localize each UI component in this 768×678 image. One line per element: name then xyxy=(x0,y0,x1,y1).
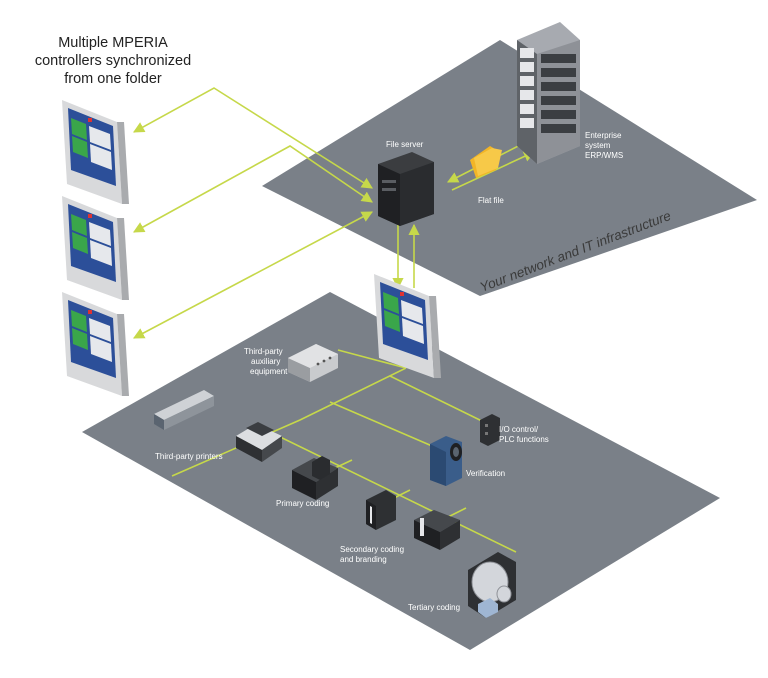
third-party-printer-bar xyxy=(154,390,214,430)
floor-wire-verification xyxy=(329,401,447,453)
diagram-heading: Multiple MPERIA controllers synchronized… xyxy=(18,34,208,88)
io-control-module xyxy=(480,414,500,446)
enterprise-label-2: system xyxy=(585,141,611,150)
production-platform xyxy=(82,292,720,650)
tertiary-coding-label: Tertiary coding xyxy=(408,603,460,612)
floor-wire-io xyxy=(389,375,489,425)
file-server-label: File server xyxy=(386,140,424,149)
mperia-controller-3 xyxy=(62,292,129,396)
link-controller-1 xyxy=(133,87,373,189)
enterprise-label-3: ERP/WMS xyxy=(585,151,623,160)
printers-label: Third-party printers xyxy=(155,452,223,461)
branding-printer xyxy=(414,510,460,550)
secondary-coding-printer xyxy=(366,490,396,530)
third-party-printer-handheld xyxy=(236,422,282,462)
verification-label: Verification xyxy=(466,469,505,478)
secondary-coding-label-1: Secondary coding xyxy=(340,545,404,554)
heading-line-3: from one folder xyxy=(64,71,162,87)
file-server xyxy=(378,152,434,226)
heading-line-1: Multiple MPERIA xyxy=(58,35,168,51)
heading-line-2: controllers synchronized xyxy=(34,53,192,69)
auxiliary-label-1: Third-party xyxy=(244,347,283,356)
enterprise-label-1: Enterprise xyxy=(585,131,622,140)
link-controller-2 xyxy=(133,145,373,233)
network-platform xyxy=(262,40,757,296)
link-controller-3 xyxy=(133,211,373,339)
enterprise-server-rack xyxy=(517,22,580,164)
auxiliary-label-2: auxiliary xyxy=(251,357,280,366)
verification-camera xyxy=(430,436,462,486)
floor-wire-aux xyxy=(337,349,407,369)
auxiliary-label-3: equipment xyxy=(250,367,288,376)
folder-icon xyxy=(470,146,502,178)
network-platform-surface xyxy=(262,40,757,296)
primary-coding-label: Primary coding xyxy=(276,499,329,508)
mperia-controller-1 xyxy=(62,100,129,204)
floor-wire-main xyxy=(171,367,407,477)
production-platform-surface xyxy=(82,292,720,650)
secondary-coding-label-2: and branding xyxy=(340,555,387,564)
io-control-label-1: I/O control/ xyxy=(499,425,539,434)
mperia-controller-2 xyxy=(62,196,129,300)
primary-coding-printer xyxy=(292,456,338,500)
flat-file-label: Flat file xyxy=(478,196,504,205)
tertiary-coding-labeler xyxy=(468,552,516,618)
auxiliary-equipment xyxy=(288,344,338,382)
io-control-label-2: PLC functions xyxy=(499,435,549,444)
